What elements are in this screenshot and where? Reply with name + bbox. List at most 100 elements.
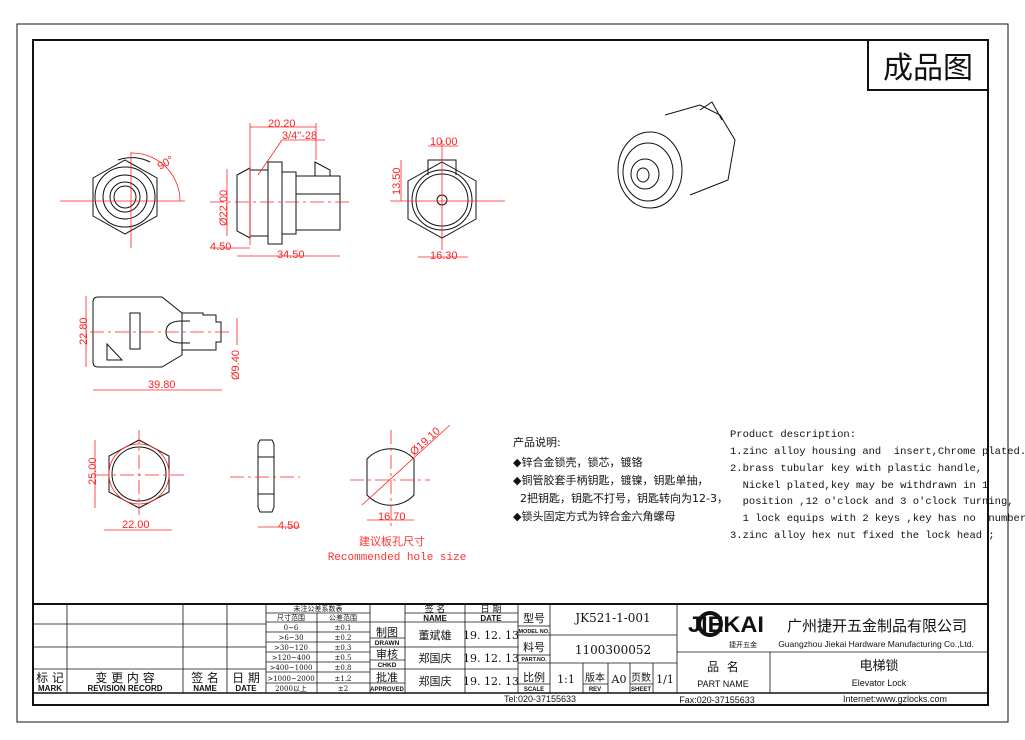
tolerance-range: >400~1000 [270,664,313,672]
desc-cn-line: 2把钥匙，钥匙不打号，钥匙转向为12-3， [513,491,728,505]
tolerance-range: 0~6 [284,624,299,632]
part-name-label-en: PART NAME [697,679,749,689]
rev-value: A0 [611,673,627,686]
hole-caption-cn: 建议板孔尺寸 [359,534,425,548]
tolerance-range: >120~400 [272,654,310,662]
dim-hole-dia: Ø19.10 [408,425,443,458]
tolerance-value: ±1.2 [335,675,352,683]
dim-nut-4-50: 4.50 [278,520,299,532]
key-view: 22.80 39.80 Ø9.40 [78,296,242,391]
drawn-date: 19. 12. 13 [463,629,519,642]
stamp-text: 成品图 [883,51,973,86]
mark-label-en: MARK [38,684,62,693]
dim-20-20: 20.20 [268,118,296,130]
desc-en-line: 3.zinc alloy hex nut fixed the lock head… [730,530,995,542]
model-number: JK521-1-001 [573,611,650,625]
desc-en-line: 2.brass tubular key with plastic handle, [730,463,982,475]
dim-dia-9-40: Ø9.40 [230,350,242,380]
drawn-label-en: DRAWN [375,640,400,647]
dim-34-50: 34.50 [277,249,305,261]
outer-frame [16,23,1009,723]
description-en: Product description: 1.zinc alloy housin… [730,429,1025,542]
dim-16-70: 16.70 [378,511,406,523]
tolerance-title: 未注公差系数表 [294,604,343,613]
part-no-label-en: PART.NO. [521,657,547,663]
company-name-en: Guangzhou Jiekai Hardware Manufacturing … [778,639,974,649]
part-number: 1100300052 [575,643,651,657]
approved-label: 批准 [376,670,398,684]
tolerance-range: 2000以上 [275,684,307,693]
checked-label: 审核 [376,647,398,661]
tolerance-col-tol: 公差范围 [329,613,357,622]
nut-front-view: 25.00 22.00 [87,430,185,531]
mark-label: 标 记 [36,671,64,685]
lock-3d-render [617,101,736,209]
company-name-cn: 广州捷开五金制品有限公司 [787,617,967,635]
tolerance-value: ±0.1 [335,624,352,632]
desc-en-title: Product description: [730,429,856,441]
tel: Tel:020-37155633 [504,694,576,704]
front-view: 90° [60,152,185,248]
dim-22-80: 22.80 [78,317,90,345]
logo-text: JIEKAI [688,612,764,637]
sign-name-header: 签 名 [425,603,446,615]
rev-label: 版本 [585,671,605,684]
fax: Fax:020-37155633 [679,695,755,705]
tolerance-range: >30~120 [274,644,308,652]
desc-cn-title: 产品说明: [513,435,561,449]
description-cn: 产品说明: ◆锌合金锁壳，锁芯，镀铬 ◆铜管胶套手柄钥匙，镀镍，钥匙单抽， 2把… [513,435,728,523]
scale-label-en: SCALE [524,687,544,693]
product-name-cn: 电梯锁 [859,658,898,674]
approved-label-en: APPROVED [370,687,404,693]
hole-caption-en: Recommended hole size [328,552,467,564]
desc-en-line: Nickel plated,key may be withdrawn in 1 [730,480,988,492]
rev-label-en: REV [589,687,601,693]
dim-dia-22: Ø22.00 [218,190,230,226]
tolerance-value: ±2 [338,685,348,693]
stamp-box: 成品图 [867,39,989,91]
revision-record-label: 变 更 内 容 [95,670,154,685]
rev-name-label-en: NAME [193,684,217,693]
dim-22-00: 22.00 [122,519,150,531]
tolerance-range: >1000~2000 [267,675,314,683]
desc-en-line: position ,12 o'clock and 3 o'clock Turni… [730,496,1014,508]
model-label-en: MODEL NO. [518,629,550,635]
tolerance-value: ±0.3 [335,644,352,652]
dim-16-30: 16.30 [430,250,458,262]
inner-frame [32,39,989,706]
desc-en-line: 1.zinc alloy housing and insert,Chrome p… [730,446,1025,458]
dim-10-00: 10.00 [430,136,458,148]
tolerance-value: ±0.5 [335,654,352,662]
product-name-en: Elevator Lock [852,678,907,688]
logo-cn: 捷开五金 [729,640,757,649]
rev-date-label-en: DATE [235,684,257,693]
company-logo: JIEKAI 捷开五金 [688,611,764,649]
approved-date: 19. 12. 13 [463,675,519,688]
revision-record-label-en: REVISION RECORD [87,684,162,693]
dim-thread: 3/4"-28 [282,130,317,142]
sign-name-header-en: NAME [423,614,447,623]
scale-value: 1:1 [557,673,575,686]
sign-date-header-en: DATE [480,614,502,623]
drawn-name: 董斌雄 [419,628,452,642]
dim-4-50: 4.50 [210,241,231,253]
checked-date: 19. 12. 13 [463,652,519,665]
sheet-label: 页数 [631,671,651,684]
drawn-label: 制图 [376,626,398,639]
rev-date-label: 日 期 [232,671,260,685]
model-label: 型号 [523,611,545,625]
side-view: 20.20 3/4"-28 Ø22.00 4.50 34.50 [210,118,352,261]
part-no-label: 料号 [523,640,545,654]
sign-date-header: 日 期 [481,604,502,615]
angle-dim: 90° [156,154,176,173]
part-name-label: 品 名 [707,659,739,674]
tolerance-value: ±0.2 [335,634,352,642]
website: Internet:www.gzlocks.com [843,694,947,704]
desc-cn-line: ◆锌合金锁壳，锁芯，镀铬 [513,455,642,469]
desc-cn-line: ◆铜管胶套手柄钥匙，镀镍，钥匙单抽， [513,473,708,487]
checked-label-en: CHKD [378,662,397,669]
dim-39-80: 39.80 [148,379,176,391]
rev-name-label: 签 名 [191,670,219,685]
checked-name: 郑国庆 [419,651,452,665]
